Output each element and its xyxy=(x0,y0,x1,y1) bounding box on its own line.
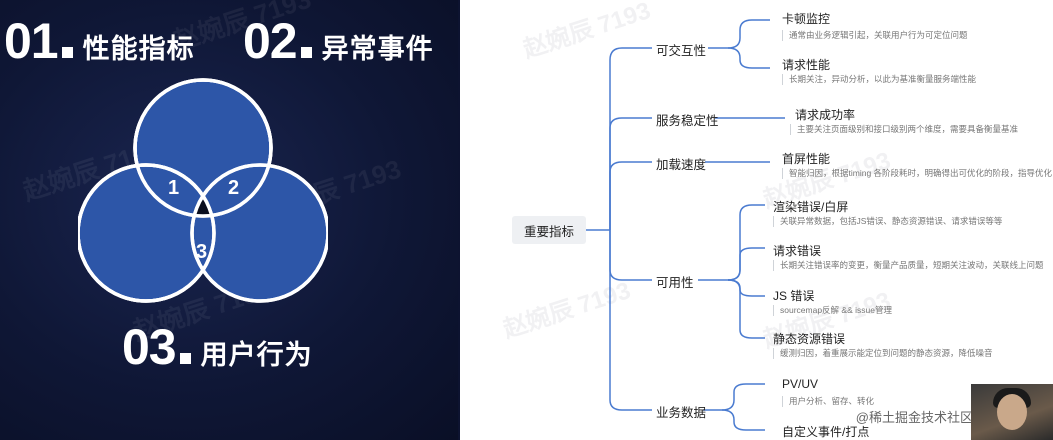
label-text: 异常事件 xyxy=(321,34,434,64)
label-dot xyxy=(300,47,312,58)
leaf-desc: 缓测归因，着重展示能定位到问题的静态资源，降低噪音 xyxy=(773,348,993,359)
label-dot xyxy=(61,47,73,58)
leaf-title: 静态资源错误 xyxy=(773,332,846,346)
leaf-title: JS 错误 xyxy=(773,289,815,303)
presenter-face xyxy=(997,394,1027,430)
label-dot xyxy=(179,353,191,364)
label-user-behavior: 03 用户行为 xyxy=(122,318,313,376)
site-watermark: @稀土掘金技术社区 xyxy=(855,410,973,425)
venn-number: 3 xyxy=(196,241,207,263)
leaf-title: 自定义事件/打点 xyxy=(782,425,870,439)
label-number: 01 xyxy=(4,13,59,69)
leaf-desc: 关联异常数据，包括JS错误、静态资源错误、请求错误等等 xyxy=(773,216,1002,227)
leaf-desc: 用户分析、留存、转化 xyxy=(782,396,874,407)
venn-number: 2 xyxy=(228,177,239,199)
leaf-desc: sourcemap反解 && issue管理 xyxy=(773,305,892,316)
mindmap-panel: 赵婉辰 7193 赵婉辰 7193 赵婉辰 7193 赵婉辰 7193 xyxy=(460,0,1053,440)
leaf-title: 渲染错误/白屏 xyxy=(773,200,849,214)
label-exception: 02 异常事件 xyxy=(243,12,434,70)
leaf-title: 请求性能 xyxy=(782,58,831,72)
label-text: 性能指标 xyxy=(82,34,195,64)
leaf-title: 请求错误 xyxy=(773,244,822,258)
webcam-overlay xyxy=(971,384,1053,440)
venn-diagram: 1 2 3 xyxy=(78,78,328,303)
label-number: 03 xyxy=(122,319,177,375)
leaf-title: 首屏性能 xyxy=(782,152,831,166)
leaf-desc: 智能归因，根据timing 各阶段耗时，明确得出可优化的阶段，指导优化 xyxy=(782,168,1052,179)
leaf-desc: 长期关注错误率的变更，衡量产品质量，短期关注波动，关联线上问题 xyxy=(773,260,1044,271)
label-performance: 01 性能指标 xyxy=(4,12,195,70)
leaf-desc: 主要关注页面级别和接口级别两个维度，需要具备衡量基准 xyxy=(790,124,1018,135)
branch-interactivity: 可交互性 xyxy=(656,44,707,58)
leaf-desc: 长期关注，异动分析，以此为基准衡量服务端性能 xyxy=(782,74,976,85)
venn-number: 1 xyxy=(168,177,179,199)
mindmap-connectors xyxy=(586,19,785,431)
branch-availability: 可用性 xyxy=(656,276,694,290)
label-text: 用户行为 xyxy=(200,340,313,370)
branch-load-speed: 加载速度 xyxy=(656,158,707,172)
mindmap-root: 重要指标 xyxy=(512,216,586,244)
leaf-title: PV/UV xyxy=(782,377,819,391)
label-number: 02 xyxy=(243,13,298,69)
leaf-desc: 通常由业务逻辑引起，关联用户行为可定位问题 xyxy=(782,30,968,41)
branch-business-data: 业务数据 xyxy=(656,406,707,420)
branch-service-stability: 服务稳定性 xyxy=(656,114,719,128)
leaf-title: 请求成功率 xyxy=(795,108,856,122)
leaf-title: 卡顿监控 xyxy=(782,12,831,26)
